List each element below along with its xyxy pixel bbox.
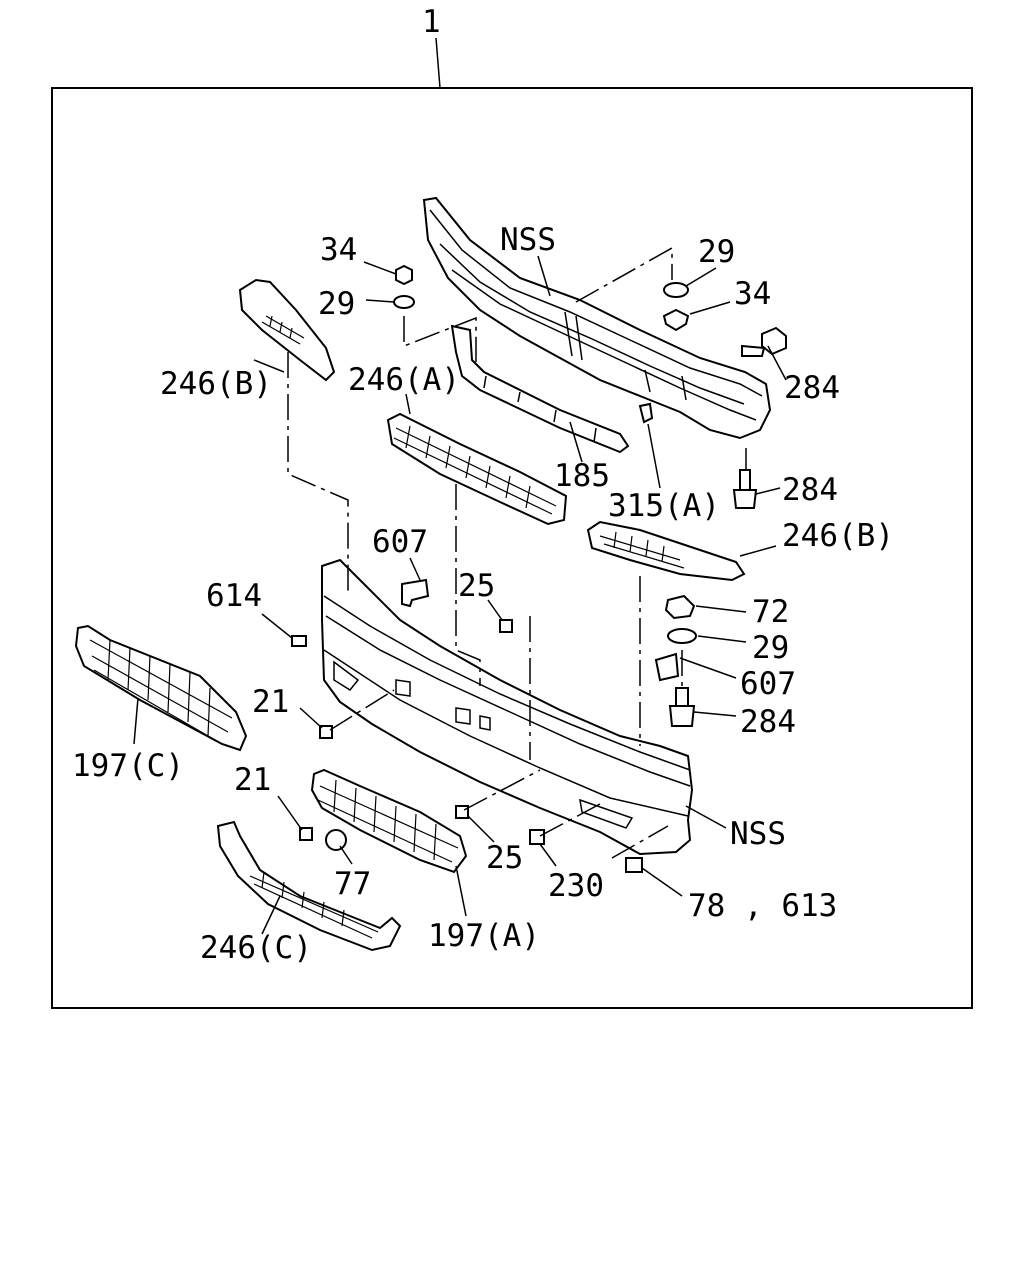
callout-29-left: 29 [318,286,355,322]
cover-246c [216,820,402,952]
grille-197a [310,768,468,874]
leader-lines [133,255,787,935]
callout-246c: 246(C) [200,930,312,966]
assembly-frame [51,87,973,1009]
cover-246b-left [238,278,336,382]
callout-29-right: 29 [698,234,735,270]
callout-185: 185 [554,458,610,494]
front-bumper [321,558,694,856]
callout-labels: 1 NSS 34 29 29 34 284 246(B) 246(A) 185 … [72,4,894,966]
callout-614: 614 [206,578,262,614]
callout-230: 230 [548,868,604,904]
callout-607-right: 607 [740,666,796,702]
callout-assembly: 1 [422,4,441,40]
callout-34-left: 34 [320,232,357,268]
callout-29-low: 29 [752,630,789,666]
callout-246b-left: 246(B) [160,366,272,402]
grille-197c [74,624,248,752]
callout-246b-right: 246(B) [782,518,894,554]
callout-78-613: 78 , 613 [688,888,837,924]
small-hardware [291,264,787,873]
callout-246a: 246(A) [348,362,460,398]
cover-246b-right [586,520,746,582]
bracket-185 [450,324,630,454]
callout-21-upper: 21 [252,684,289,720]
callout-nss-bottom: NSS [730,816,786,852]
callout-72: 72 [752,594,789,630]
callout-315a: 315(A) [608,488,720,524]
callout-197a: 197(A) [428,918,540,954]
assembly-leader [435,37,441,89]
callout-284-mid: 284 [782,472,838,508]
callout-25-low: 25 [486,840,523,876]
callout-nss-top: NSS [500,222,556,258]
callout-197c: 197(C) [72,748,184,784]
callout-25-top: 25 [458,568,495,604]
bracket-315a [638,402,654,424]
callout-34-right: 34 [734,276,771,312]
callout-607-top: 607 [372,524,428,560]
callout-284-low: 284 [740,704,796,740]
bumper-reinforcement-beam [422,196,772,440]
grille-246a [386,412,568,526]
callout-21-lower: 21 [234,762,271,798]
callout-284-top: 284 [784,370,840,406]
alignment-lines [287,246,747,859]
callout-77: 77 [334,866,371,902]
